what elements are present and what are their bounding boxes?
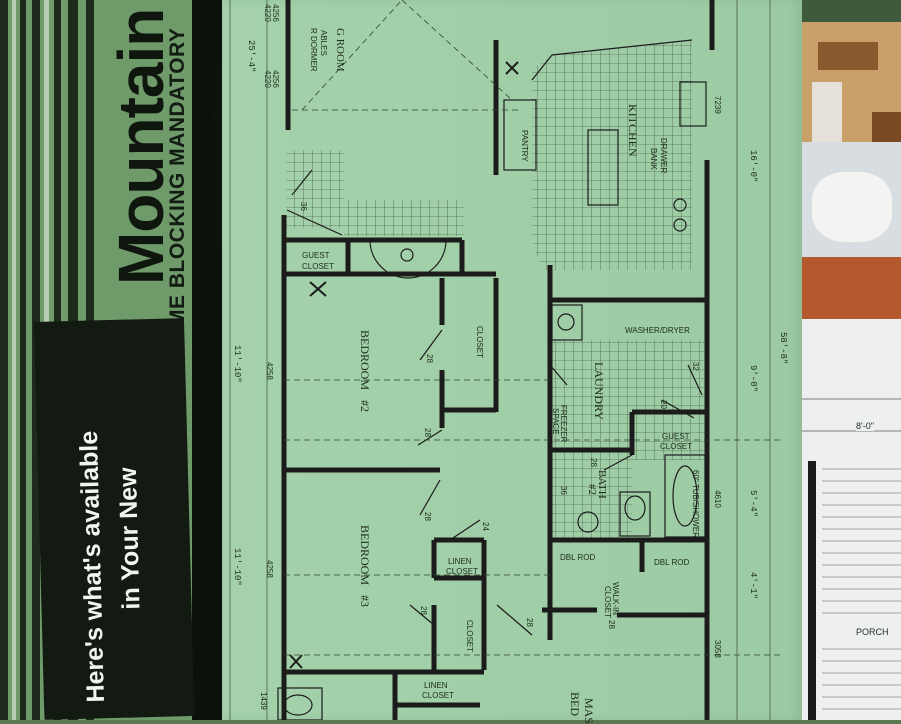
code-28a: 28: [425, 354, 434, 363]
space-label: SPACE: [551, 408, 560, 435]
walk-in-label: WALK-IN: [611, 582, 620, 616]
promo-line-2: in Your New: [113, 467, 146, 610]
code-7239: 7239: [713, 96, 722, 114]
walk-in-closet-label: CLOSET: [603, 586, 612, 619]
cabinet-upper: [818, 42, 878, 70]
dimension-11-10b: 11'-10": [232, 548, 242, 586]
flowers-photo: [802, 142, 901, 257]
code-4258b: 4258: [265, 560, 274, 578]
washer-dryer-label: WASHER/DRYER: [625, 326, 690, 335]
guest-closet-1b-label: CLOSET: [302, 262, 335, 271]
code-24: 24: [481, 522, 490, 531]
drawer-label: DRAWER: [659, 138, 668, 174]
bank-label: BANK: [649, 148, 658, 170]
code-36b: 36: [559, 486, 568, 495]
brochure-strip: Mountain F PERIMETER FRAME BLOCKING MAND…: [0, 0, 222, 720]
porch-label: PORCH: [856, 627, 889, 637]
dimension-9-0: 9'-0": [748, 365, 758, 393]
guest-closet-2b-label: CLOSET: [660, 442, 693, 451]
foliage-strip: [802, 0, 901, 22]
code-28c: 28: [423, 512, 432, 521]
code-20: 20: [659, 400, 668, 409]
linen-closet-2-label: LINEN: [424, 681, 448, 690]
code-32: 32: [691, 362, 700, 371]
code-3058: 3058: [713, 640, 722, 658]
cabinet-photo: [802, 22, 901, 142]
dimension-lines: [229, 0, 771, 720]
code-28d: 28: [419, 606, 428, 615]
freezer-label: FREEZER: [559, 405, 568, 443]
code-28e: 28: [525, 618, 534, 627]
chair-shape: [872, 112, 901, 142]
code-4610: 4610: [713, 490, 722, 508]
code-36: 36: [299, 202, 308, 211]
floor-plan-drawing: [229, 0, 782, 720]
code-28f: 28: [607, 620, 616, 629]
kitchen-label: KITCHEN: [626, 104, 640, 157]
tub-shower-label: 60" TUB/SHOWER: [691, 470, 700, 539]
code-4220b: 4220: [263, 70, 272, 88]
code-4256b: 4256: [271, 70, 280, 88]
stripe: [12, 0, 16, 720]
flowers-shape: [812, 172, 892, 242]
closet-b-label: CLOSET: [465, 620, 474, 653]
fixtures: [277, 39, 707, 720]
guest-closet-2-label: GUEST: [662, 432, 690, 441]
porch-plan-drawing: [802, 398, 901, 720]
dbl-rod-2-label: DBL ROD: [654, 558, 690, 567]
bedroom-2-label: BEDROOM: [358, 330, 372, 391]
bedroom-3-label: BEDROOM: [358, 525, 372, 586]
dbl-rod-1-label: DBL ROD: [560, 553, 596, 562]
code-4258a: 4258: [265, 362, 274, 380]
dimension-11-10: 11'-10": [232, 345, 242, 383]
bedroom-2-number: #2: [358, 400, 372, 412]
code-1439: 1439: [259, 692, 268, 710]
master-bed-label: BED: [568, 692, 582, 716]
linen-closet-1-label: LINEN: [448, 557, 472, 566]
living-room-label: G ROOM: [334, 28, 346, 72]
living-note-2: R DORMER: [309, 28, 318, 72]
code-28b: 28: [423, 428, 432, 437]
guest-closet-1-label: GUEST: [302, 251, 330, 260]
code-4256: 4256: [271, 4, 280, 22]
master-label: MAS: [582, 698, 596, 724]
linen-closet-2b-label: CLOSET: [422, 691, 455, 700]
dimension-4-1: 4'-1": [748, 572, 758, 600]
living-note-1: ABLES: [319, 30, 328, 56]
laundry-label: LAUNDRY: [592, 362, 606, 421]
stripe: [0, 0, 8, 720]
fridge-shape: [812, 82, 842, 142]
closet-a-label: CLOSET: [475, 326, 484, 359]
brochure-cut-text: STANDARD FEATURES: [212, 66, 222, 245]
pantry-label: PANTRY: [520, 130, 529, 162]
white-plan-fragment: 8'-0" PORCH: [802, 319, 901, 720]
promo-box: Here's what's available in Your New: [34, 318, 195, 720]
linen-closet-1b-label: CLOSET: [446, 567, 479, 576]
code-4220: 4220: [263, 4, 272, 22]
brick-band: [802, 257, 901, 319]
right-brochure-panel: 8'-0" PORCH: [802, 0, 901, 720]
promo-line-1: Here's what's available: [74, 430, 110, 703]
bath-number: #2: [586, 484, 598, 495]
dimension-16-0: 16'-0": [748, 150, 758, 183]
stripe: [20, 0, 26, 720]
code-28g: 28: [589, 458, 598, 467]
porch-dimension: 8'-0": [856, 421, 874, 431]
dimension-58-8: 58'-8": [778, 332, 788, 365]
bedroom-3-number: #3: [358, 595, 372, 607]
dimension-25-4: 25'-4": [246, 40, 256, 73]
x-marks: [289, 61, 519, 669]
dashed-lines: [284, 0, 782, 656]
floor-plan-sheet: G ROOM ABLES R DORMER PANTRY KITCHEN DRA…: [222, 0, 802, 724]
dimension-5-4: 5'-4": [748, 490, 758, 518]
stripe: [192, 0, 222, 720]
